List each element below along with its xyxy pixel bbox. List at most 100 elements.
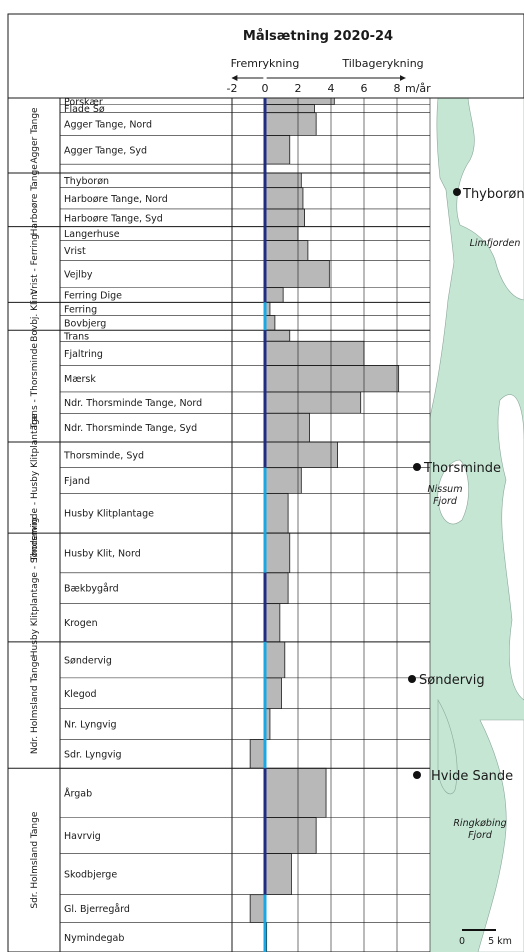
row-background bbox=[60, 135, 430, 165]
row-background bbox=[60, 894, 430, 923]
row-background bbox=[60, 287, 430, 303]
row-label: Ferring Dige bbox=[64, 290, 122, 301]
bar bbox=[264, 226, 299, 241]
row-label: Nr. Lyngvig bbox=[64, 720, 117, 731]
advance-label: Fremrykning bbox=[231, 57, 300, 70]
row-background bbox=[60, 817, 430, 854]
row-label: Klegod bbox=[64, 689, 97, 700]
land-mass-east bbox=[497, 394, 524, 701]
group-label: Thorsminde - Husby Klitplantage bbox=[30, 413, 40, 562]
row-label: Sdr. Lyngvig bbox=[64, 749, 122, 760]
row-background bbox=[60, 226, 430, 241]
row-background bbox=[60, 677, 430, 709]
row-label: Agger Tange, Syd bbox=[64, 145, 147, 156]
bar bbox=[249, 894, 266, 924]
bar bbox=[264, 441, 338, 469]
row-background bbox=[60, 260, 430, 288]
scale-end: 5 km bbox=[488, 936, 512, 947]
retreat-label: Tilbagerykning bbox=[341, 57, 423, 70]
row-label: Fjand bbox=[64, 476, 90, 487]
row-label: Ndr. Thorsminde Tange, Nord bbox=[64, 398, 202, 409]
water-label-line: Ringkøbing bbox=[453, 818, 506, 829]
row-background bbox=[60, 572, 430, 604]
bar bbox=[264, 208, 305, 228]
row-label: Vrist bbox=[64, 246, 86, 257]
town-label: Hvide Sande bbox=[431, 769, 513, 784]
bar bbox=[264, 817, 317, 854]
x-unit-label: m/år bbox=[405, 82, 431, 95]
row-background bbox=[60, 315, 430, 331]
bar bbox=[264, 641, 286, 679]
row-label: Vejlby bbox=[64, 270, 93, 281]
row-background bbox=[60, 441, 430, 468]
bar bbox=[264, 412, 310, 443]
row-label: Harboøre Tange, Syd bbox=[64, 213, 163, 224]
group-label: Trans - Thorsminde bbox=[30, 343, 40, 431]
town-marker bbox=[408, 675, 416, 683]
x-tick-label: 6 bbox=[361, 82, 368, 95]
town-label: Thyborøn bbox=[462, 187, 524, 202]
scale-start: 0 bbox=[459, 936, 465, 947]
row-label: Søndervig bbox=[64, 655, 112, 666]
row-label: Årgab bbox=[64, 787, 92, 799]
row-label: Fjaltring bbox=[64, 349, 103, 360]
row-background bbox=[60, 104, 430, 113]
row-label: Gl. Bjerregård bbox=[64, 904, 130, 915]
row-background bbox=[60, 98, 430, 105]
fjord-inlet bbox=[437, 698, 458, 795]
chart-header: Målsætning 2020-24 Fremrykning Tilbagery… bbox=[231, 29, 424, 70]
row-label: Mærsk bbox=[64, 374, 96, 385]
row-background bbox=[60, 112, 430, 136]
bar bbox=[264, 532, 291, 574]
row-background bbox=[60, 208, 430, 227]
chart-title: Målsætning 2020-24 bbox=[243, 29, 393, 44]
town-marker bbox=[413, 463, 421, 471]
row-background bbox=[60, 413, 430, 442]
land-mass-south bbox=[477, 719, 524, 952]
bar bbox=[264, 135, 291, 165]
group-label: Sdr. Holmsland Tange bbox=[30, 811, 40, 908]
town-label: Thorsminde bbox=[423, 461, 501, 476]
bar bbox=[264, 329, 291, 342]
land-mass-mid bbox=[437, 459, 469, 525]
rows-layer bbox=[60, 97, 430, 952]
bar bbox=[264, 467, 302, 494]
water-label-line: Fjord bbox=[468, 830, 493, 841]
row-label: Skodbjerge bbox=[64, 870, 117, 881]
bar bbox=[249, 739, 266, 769]
bar bbox=[264, 677, 282, 710]
group-label: Vrist - Ferring bbox=[30, 234, 40, 295]
bar bbox=[264, 767, 327, 818]
bar bbox=[264, 572, 289, 605]
row-background bbox=[60, 330, 430, 342]
water-label-line: Fjord bbox=[433, 496, 458, 507]
row-label: Thorsminde, Syd bbox=[63, 450, 144, 461]
bar bbox=[264, 603, 281, 643]
land-mass-north bbox=[456, 98, 524, 301]
row-background bbox=[60, 533, 430, 573]
row-label: Nymindegab bbox=[64, 933, 124, 944]
row-background bbox=[60, 467, 430, 494]
row-label: Trans bbox=[63, 331, 89, 342]
town-marker bbox=[413, 771, 421, 779]
row-background bbox=[60, 853, 430, 895]
group-label: Bovbj. Klint bbox=[30, 290, 40, 342]
water-label-line: Nissum bbox=[428, 484, 463, 495]
row-label: Harboøre Tange, Nord bbox=[64, 194, 168, 205]
row-label: Bækbygård bbox=[64, 584, 119, 595]
row-label: Thyborøn bbox=[63, 176, 109, 187]
x-tick-label: 0 bbox=[262, 82, 269, 95]
bar bbox=[264, 287, 284, 303]
town-label: Søndervig bbox=[419, 673, 485, 688]
bar bbox=[264, 104, 315, 114]
row-background bbox=[60, 187, 430, 209]
bar bbox=[264, 260, 330, 289]
water-label-line: Limfjorden bbox=[470, 238, 521, 249]
grid-layer bbox=[7, 13, 524, 952]
group-label: Husby Klitplantage - Søndervig bbox=[30, 518, 40, 658]
row-background bbox=[60, 240, 430, 261]
